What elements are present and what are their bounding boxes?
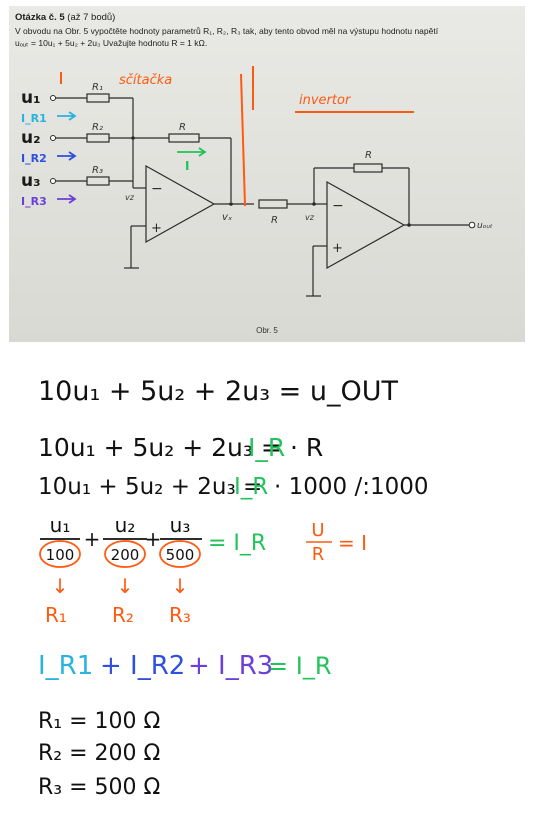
hw-i-r1: I_R1 (21, 112, 47, 125)
question-line-1: V obvodu na Obr. 5 vypočtěte hodnoty par… (15, 26, 439, 36)
opamp1-plus: + (151, 221, 162, 236)
question-line-2: uₒᵤₜ = 10u₁ + 5u₂ + 2u₃ Uvažujte hodnotu… (15, 38, 208, 48)
hw-equation-2-left: 10u₁ + 5u₂ + 2u₃ = (38, 433, 282, 462)
hw-equation-1: 10u₁ + 5u₂ + 2u₃ = u_OUT (38, 376, 399, 407)
opamp1-minus: − (151, 181, 163, 197)
hw-result-r1: R₁ (45, 603, 67, 627)
hw-frac-equals: = I_R (208, 531, 266, 556)
hw-arrow-1: ↓ (52, 574, 69, 598)
label-r2: R₂ (92, 122, 103, 133)
label-r-feedback1: R (179, 122, 186, 133)
question-heading: Otázka č. 5 (15, 12, 65, 23)
hw-frac3-den: 500 (166, 546, 195, 564)
question-points: (až 7 bodů) (67, 12, 116, 23)
hw-result-r3: R₃ (169, 603, 191, 627)
label-vx: vₓ (222, 212, 233, 223)
hw-sum-i-r3: + I_R3 (188, 651, 273, 681)
hw-frac-plus-2: + (145, 527, 162, 551)
handwritten-solution: 10u₁ + 5u₂ + 2u₃ = u_OUT 10u₁ + 5u₂ + 2u… (0, 348, 543, 823)
hw-sum-equals: = I_R (268, 652, 332, 680)
label-r-series: R (271, 215, 278, 226)
opamp2-minus: − (332, 198, 344, 214)
opamp2-plus: + (332, 241, 343, 256)
hw-frac2-num: u₂ (115, 513, 136, 537)
hw-sum-i-r2: + I_R2 (100, 651, 185, 681)
hw-ohm-denominator: R (312, 544, 325, 565)
question-photo: Otázka č. 5 (až 7 bodů) V obvodu na Obr.… (9, 6, 525, 342)
hw-equation-3-current: I_R (234, 474, 268, 500)
hw-ohm-rhs: = I (338, 531, 367, 555)
hw-frac2-den: 200 (111, 546, 140, 564)
hw-equation-3-right: · 1000 /:1000 (274, 474, 429, 500)
label-vz-2: vz (305, 213, 315, 222)
annotation-inverter: invertor (299, 93, 352, 108)
circuit-diagram: − + − + R₁ R₂ R₃ R R R vₓ vz vz uₒᵤₜ u₁ … (21, 66, 493, 297)
figure-caption: Obr. 5 (256, 326, 278, 335)
hw-u1: u₁ (21, 88, 41, 108)
hw-i-r2: I_R2 (21, 152, 47, 165)
hw-equation-3-left: 10u₁ + 5u₂ + 2u₃ = (38, 474, 262, 500)
label-r-feedback2: R (365, 150, 372, 161)
label-r3: R₃ (92, 165, 103, 176)
hw-u3: u₃ (21, 171, 41, 191)
hw-ohm-numerator: U (311, 520, 324, 541)
hw-sum-i-r1: I_R1 (38, 651, 93, 681)
hw-final-r1: R₁ = 100 Ω (38, 709, 160, 734)
hw-frac3-num: u₃ (170, 513, 191, 537)
hw-frac-plus-1: + (84, 527, 101, 551)
hw-equation-2-current: I_R (248, 433, 285, 462)
hw-final-r2: R₂ = 200 Ω (38, 741, 160, 766)
hw-current-i: I (185, 159, 189, 173)
hw-u2: u₂ (21, 128, 41, 148)
hw-result-r2: R₂ (112, 603, 134, 627)
question-title: Otázka č. 5 (až 7 bodů) (15, 12, 115, 23)
label-vz-1: vz (125, 193, 135, 202)
hw-equation-2-right: · R (290, 433, 323, 462)
hw-arrow-2: ↓ (117, 574, 134, 598)
label-r1: R₁ (92, 82, 103, 93)
hw-i-r3: I_R3 (21, 195, 47, 208)
hw-arrow-3: ↓ (172, 574, 189, 598)
label-uout: uₒᵤₜ (477, 221, 493, 231)
annotation-summer: sčítačka (119, 73, 172, 88)
hw-final-r3: R₃ = 500 Ω (38, 775, 160, 800)
hw-frac1-den: 100 (46, 546, 75, 564)
hw-frac1-num: u₁ (50, 513, 71, 537)
